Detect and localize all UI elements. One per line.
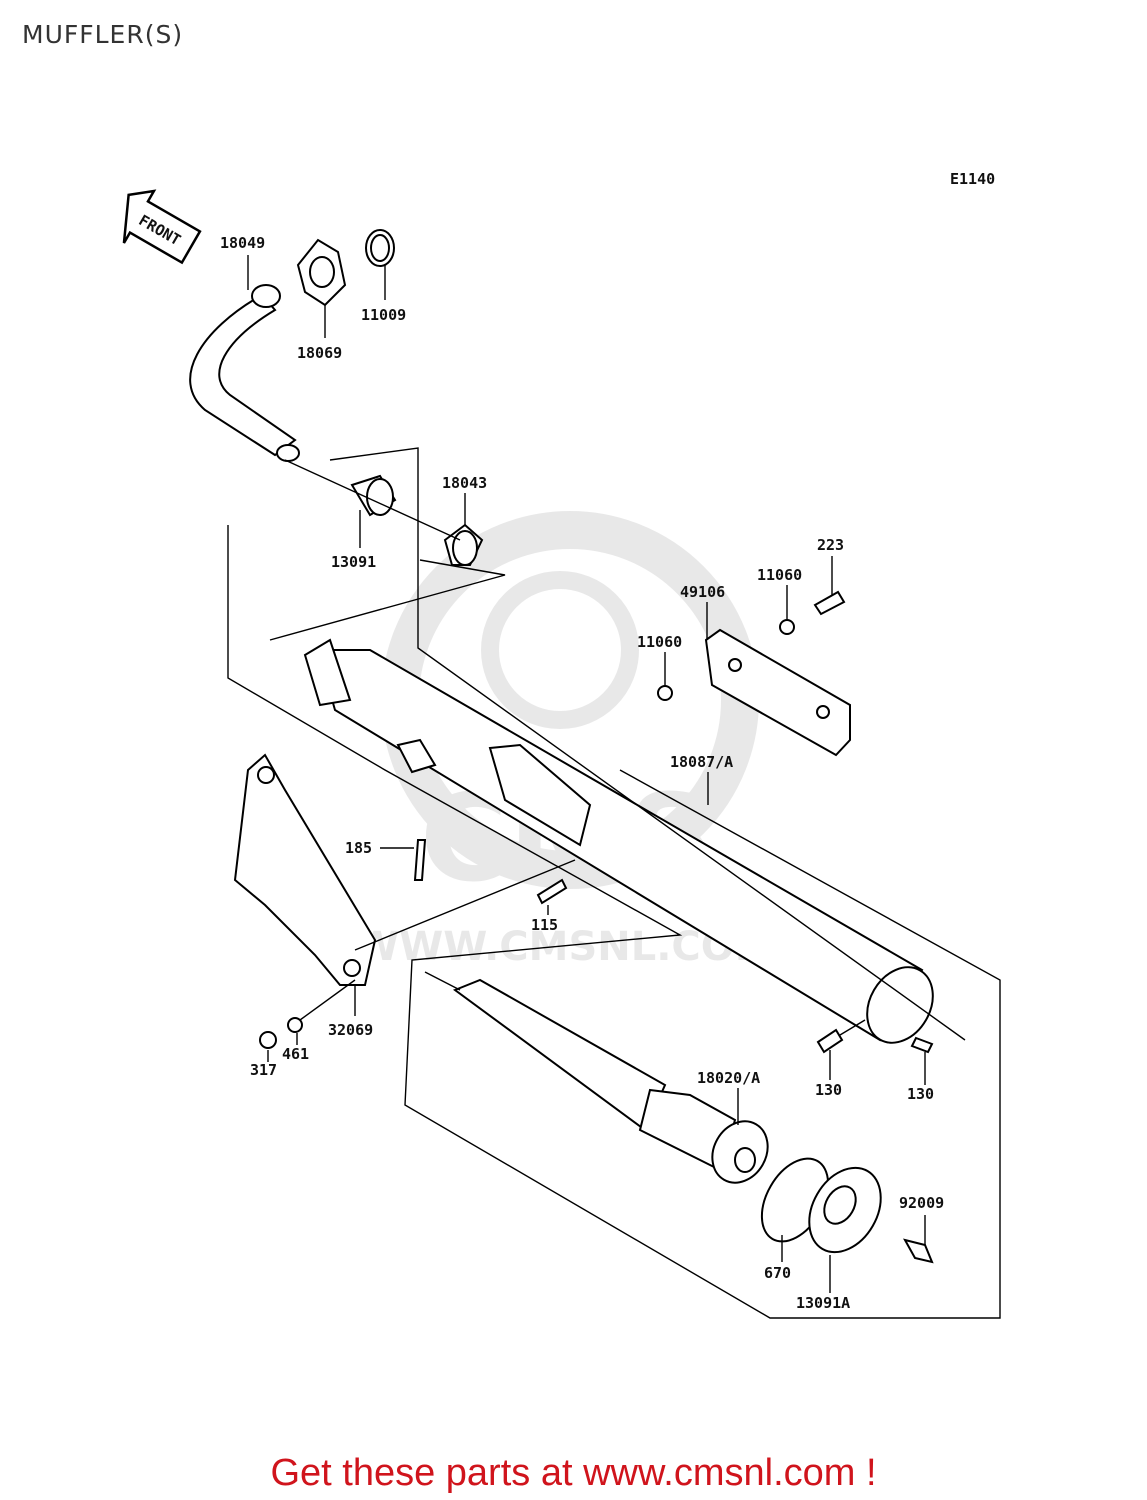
part-label-130-right: 130 — [907, 1085, 934, 1103]
part-label-18087: 18087/A — [670, 753, 733, 771]
inner-silencer — [452, 978, 769, 1184]
end-cap-13091A — [808, 1166, 882, 1254]
clamp — [350, 474, 397, 517]
washer-11060a — [779, 619, 795, 635]
part-label-32069: 32069 — [328, 1021, 373, 1039]
part-label-670: 670 — [764, 1264, 791, 1282]
part-label-11060-lower: 11060 — [637, 633, 682, 651]
leader-lines — [247, 255, 926, 1293]
flange — [296, 238, 347, 307]
part-label-18020: 18020/A — [697, 1069, 760, 1087]
part-label-11060-upper: 11060 — [757, 566, 802, 584]
bolt-130b — [910, 1036, 934, 1054]
header-pipe — [189, 284, 300, 462]
bracket — [233, 753, 377, 986]
bolt-92009 — [903, 1238, 934, 1264]
part-label-18043: 18043 — [442, 474, 487, 492]
part-label-13091: 13091 — [331, 553, 376, 571]
part-label-115: 115 — [531, 916, 558, 934]
diagram-code: E1140 — [950, 170, 995, 188]
part-label-13091A: 13091A — [796, 1294, 850, 1312]
part-label-18069: 18069 — [297, 344, 342, 362]
front-arrow: FRONT — [122, 189, 202, 265]
part-label-49106: 49106 — [680, 583, 725, 601]
part-label-130-left: 130 — [815, 1081, 842, 1099]
gasket — [365, 229, 395, 267]
part-label-18049: 18049 — [220, 234, 265, 252]
part-label-92009: 92009 — [899, 1194, 944, 1212]
part-label-11009: 11009 — [361, 306, 406, 324]
part-label-223: 223 — [817, 536, 844, 554]
bolt-185 — [413, 839, 427, 881]
washer-11060b — [657, 685, 673, 701]
bolt-223 — [813, 590, 846, 616]
cmsnl-link[interactable]: Get these parts at www.cmsnl.com ! — [270, 1452, 877, 1494]
muffler-body — [303, 638, 934, 1044]
part-label-317: 317 — [250, 1061, 277, 1079]
bolt-115 — [536, 878, 568, 905]
part-labels: 18049 18069 11009 18043 13091 223 11060 … — [220, 234, 944, 1312]
nut-317 — [259, 1031, 277, 1049]
part-label-461: 461 — [282, 1045, 309, 1063]
heat-guard — [704, 628, 851, 757]
washer-461 — [287, 1017, 303, 1033]
bolt-130a — [816, 1028, 844, 1054]
assembly-lines — [227, 447, 1001, 1319]
page-title: MUFFLER(S) — [22, 20, 184, 49]
part-label-185: 185 — [345, 839, 372, 857]
